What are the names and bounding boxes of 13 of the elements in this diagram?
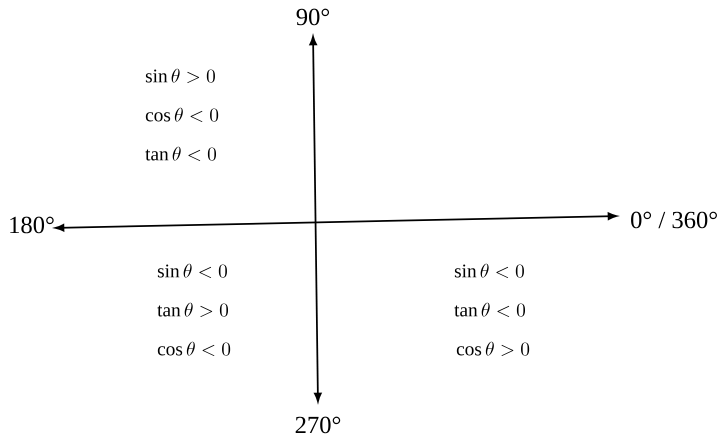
sign-condition: $\cos\theta < 0$ [146, 108, 218, 122]
sign-condition: $\cos\theta < 0$ [158, 342, 230, 356]
angle-label: 270° [296, 416, 340, 434]
sign-condition: $\sin\theta < 0$ [454, 264, 524, 278]
sign-condition: $\tan\theta > 0$ [157, 302, 228, 318]
angle-label: 180° [10, 216, 54, 234]
sign-condition: $\tan\theta < 0$ [454, 302, 525, 318]
sign-condition: $\tan\theta < 0$ [145, 146, 216, 162]
angle-label: 90° [296, 8, 330, 26]
angle-label: 0° / 360° [631, 212, 717, 228]
sign-condition: $\cos\theta > 0$ [456, 342, 530, 356]
sign-condition: $\sin\theta < 0$ [158, 264, 227, 278]
sign-condition: $\sin\theta > 0$ [146, 68, 215, 84]
